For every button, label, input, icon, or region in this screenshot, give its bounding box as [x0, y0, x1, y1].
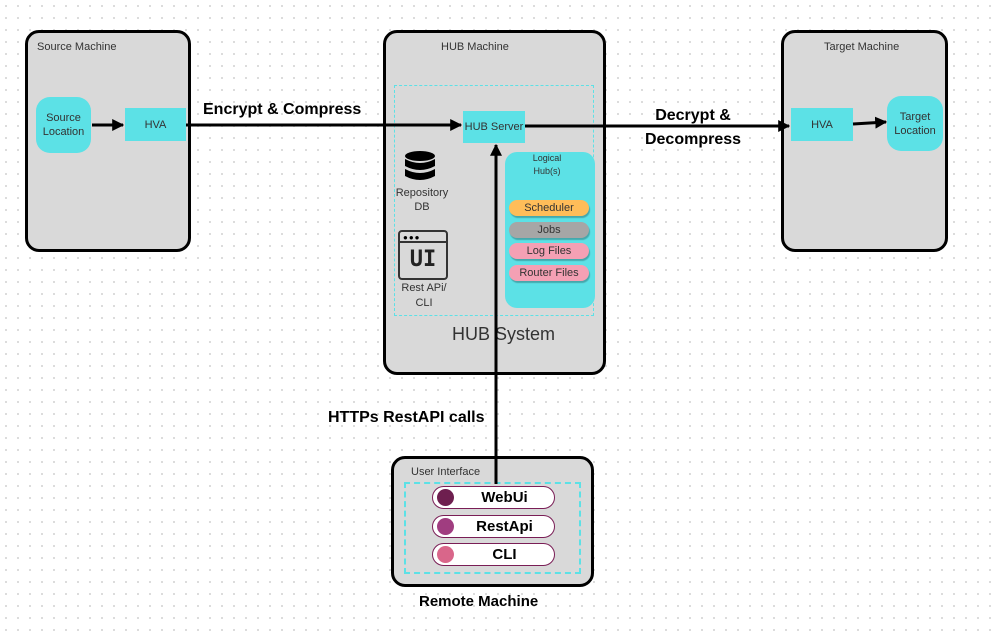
ui-window-icon: ●●● UI [398, 230, 448, 280]
user-interface-title: User Interface [411, 466, 481, 478]
target-location-node: Target Location [887, 96, 943, 151]
database-icon [405, 151, 435, 180]
webui-item: WebUi [432, 486, 555, 509]
hub-machine-title: HUB Machine [441, 41, 509, 53]
scheduler-item: Scheduler [509, 200, 589, 216]
decrypt-decompress-label: Decrypt & Decompress [644, 107, 742, 148]
jobs-item: Jobs [509, 222, 589, 238]
cli-label: CLI [492, 546, 517, 563]
webui-dot-icon [437, 489, 454, 506]
hub-system-label: HUB System [452, 324, 556, 344]
encrypt-compress-label: Encrypt & Compress [203, 101, 362, 118]
source-location-node: Source Location [36, 97, 91, 153]
remote-machine-label: Remote Machine [419, 593, 539, 610]
target-machine-title: Target Machine [824, 41, 900, 53]
restapi-dot-icon [437, 518, 454, 535]
log-files-item: Log Files [509, 243, 589, 259]
cli-dot-icon [437, 546, 454, 563]
cli-item: CLI [432, 543, 555, 566]
webui-label: WebUi [481, 489, 528, 506]
source-machine-title: Source Machine [37, 41, 117, 53]
repository-db-label: Repository DB [395, 187, 449, 213]
user-interface-boundary [404, 482, 581, 574]
source-hva-node: HVA [125, 108, 186, 141]
https-restapi-label: HTTPs RestAPI calls [328, 409, 485, 426]
restapi-item: RestApi [432, 515, 555, 538]
ui-icon-text: UI [409, 247, 437, 272]
logical-hubs-title: Logical Hub(s) [532, 153, 562, 176]
restapi-label: RestApi [476, 518, 533, 535]
hub-server-node: HUB Server [463, 111, 525, 143]
target-hva-node: HVA [791, 108, 853, 141]
rest-api-cli-label: Rest APi/ CLI [401, 282, 447, 309]
router-files-item: Router Files [509, 265, 589, 281]
